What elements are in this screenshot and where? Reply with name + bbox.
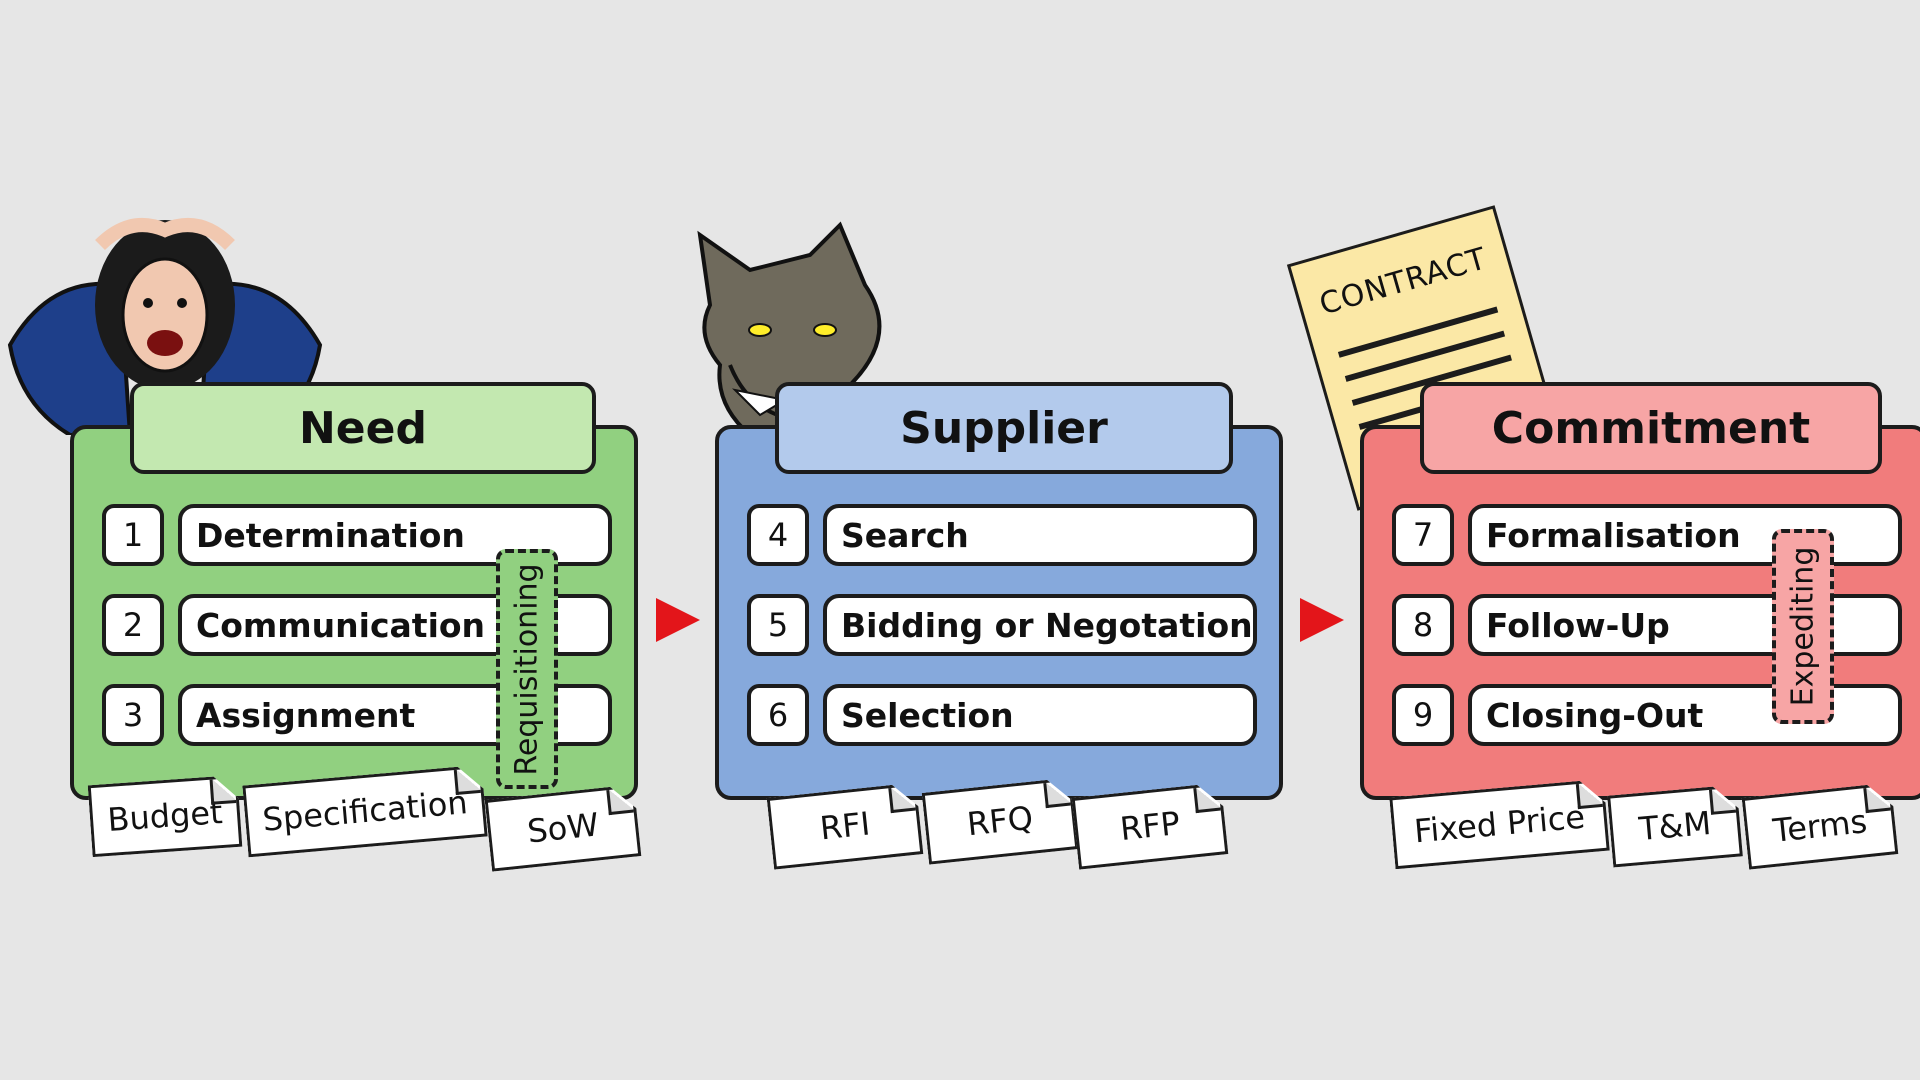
step-number: 8 [1392,594,1454,656]
step-label: Closing-Out [1468,684,1902,746]
step-label: Formalisation [1468,504,1902,566]
step-number: 2 [102,594,164,656]
step-number: 4 [747,504,809,566]
supplier-tab: Supplier [775,382,1233,474]
step-number: 3 [102,684,164,746]
stage-title: Commitment [1491,402,1811,454]
document-label: Specification [261,783,469,839]
supplier-panel: 4 Search 5 Bidding or Negotation 6 Selec… [715,425,1283,800]
document-label: SoW [525,805,601,851]
contract-line [1344,330,1506,382]
flow-arrow [1300,598,1344,642]
step-label: Selection [823,684,1257,746]
flow-arrow [656,598,700,642]
need-tab: Need [130,382,596,474]
expediting-tag: Expediting [1772,529,1834,724]
step-label: Determination [178,504,612,566]
step-label: Search [823,504,1257,566]
document-label: Fixed Price [1412,797,1587,851]
step-number: 1 [102,504,164,566]
step-number: 6 [747,684,809,746]
document-label: Budget [106,793,224,839]
step-number: 5 [747,594,809,656]
step-number: 9 [1392,684,1454,746]
step-number: 7 [1392,504,1454,566]
document-label: RFQ [965,798,1035,844]
requisitioning-tag: Requisitioning [496,549,558,789]
contract-title: CONTRACT [1315,241,1491,323]
commitment-tab: Commitment [1420,382,1882,474]
step-label: Follow-Up [1468,594,1902,656]
need-panel: 1 Determination 2 Communication 3 Assign… [70,425,638,800]
stage-title: Supplier [900,402,1108,454]
expediting-tag-label: Expediting [1785,546,1821,707]
procurement-diagram: CONTRACT x 1 Determination 2 Communicati… [0,130,1920,920]
step-label: Bidding or Negotation [823,594,1257,656]
document-label: Terms [1771,802,1869,850]
commitment-panel: 7 Formalisation 8 Follow-Up 9 Closing-Ou… [1360,425,1920,800]
step-label: Assignment [178,684,612,746]
requisitioning-tag-label: Requisitioning [509,562,545,776]
document-card: Budget [88,775,243,857]
document-card: T&M [1607,784,1743,867]
contract-line [1337,306,1499,358]
document-label: RFP [1118,803,1182,849]
document-label: RFI [818,804,872,848]
document-label: T&M [1637,803,1713,849]
stage-title: Need [298,402,427,454]
